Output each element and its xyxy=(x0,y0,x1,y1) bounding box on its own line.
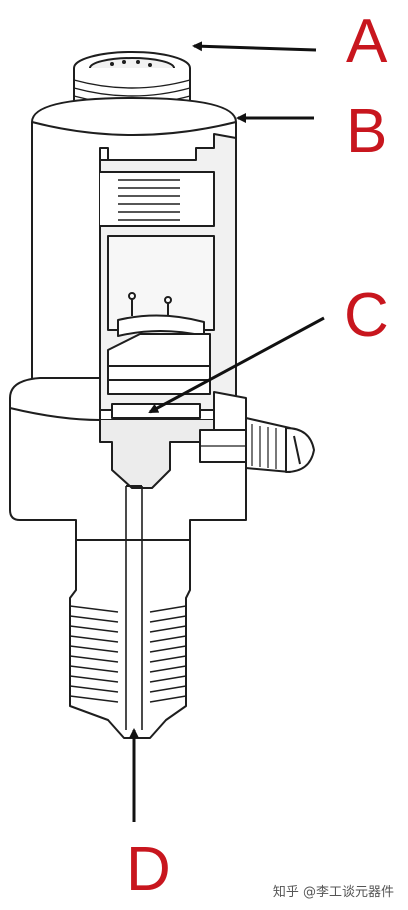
arrow-a xyxy=(192,41,317,52)
label-d: D xyxy=(126,835,171,904)
inner-thread xyxy=(118,179,180,221)
label-c: C xyxy=(344,281,389,350)
watermark: 知乎 @李工谈元器件 xyxy=(272,885,394,900)
leader-arrows xyxy=(129,41,325,822)
threaded-stem xyxy=(69,485,191,739)
side-port-thread xyxy=(251,424,277,469)
sensor-body xyxy=(9,51,315,739)
lower-housing xyxy=(9,377,315,541)
stem-thread xyxy=(69,605,187,703)
upper-housing xyxy=(31,97,237,411)
arrow-c xyxy=(148,316,325,414)
label-b: B xyxy=(346,97,387,166)
label-a: A xyxy=(346,7,388,76)
